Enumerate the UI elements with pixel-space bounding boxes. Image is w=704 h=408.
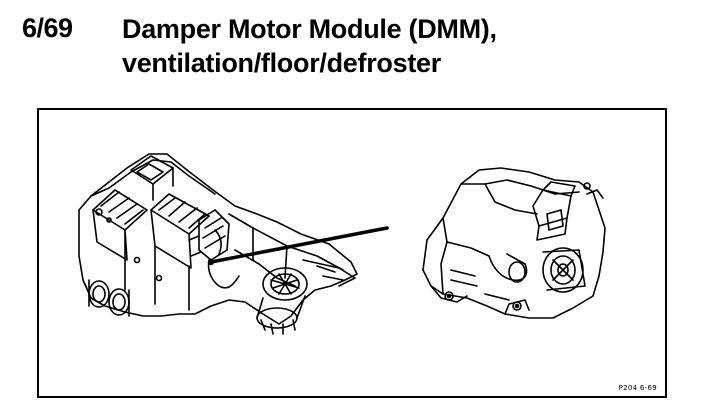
page-title-line-2: ventilation/floor/defroster (122, 48, 441, 78)
figure-illustration (78, 153, 606, 335)
page-title-line-1: Damper Motor Module (DMM), (122, 14, 497, 44)
hvac-housing-illustration (78, 153, 389, 335)
page-title: Damper Motor Module (DMM), ventilation/f… (122, 12, 497, 80)
damper-motor-module-illustration (422, 167, 606, 319)
figure-frame: P204 6-69 (37, 108, 667, 398)
figure-code: P204 6-69 (618, 384, 657, 392)
page-number: 6/69 (22, 13, 73, 43)
